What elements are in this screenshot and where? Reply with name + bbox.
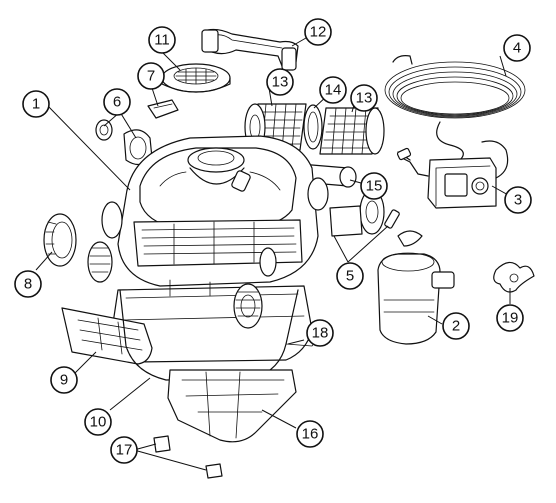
callout-4: 4 [503,34,531,62]
brush-right-part [319,107,385,155]
callout-7: 7 [137,62,165,90]
swivel-part [95,119,153,166]
wheel-front-left [87,241,113,283]
callout-18: 18 [306,319,334,347]
callout-13a: 13 [266,68,294,96]
callout-8-label: 8 [24,276,32,293]
callout-9: 9 [50,366,78,394]
brush-ring-part [303,104,323,150]
callout-10: 10 [84,408,112,436]
callout-13b-label: 13 [356,90,373,107]
callout-8: 8 [14,270,42,298]
callout-11: 11 [148,26,176,54]
callout-1-label: 1 [32,96,40,113]
callout-3-label: 3 [514,192,522,209]
callout-18-label: 18 [312,325,329,342]
callout-17: 17 [110,436,138,464]
robot-body-part [87,135,329,363]
callout-10-label: 10 [90,414,107,431]
callout-15: 15 [360,172,388,200]
callout-2: 2 [442,312,470,340]
callout-19-label: 19 [502,310,519,327]
callout-12: 12 [304,18,332,46]
callout-11-label: 11 [154,32,170,49]
callout-4-label: 4 [513,40,521,57]
callout-2-label: 2 [452,318,460,335]
filter-panel-part [61,307,153,365]
callout-13b: 13 [350,84,378,112]
power-cable-coil-part [384,55,526,161]
callout-17-label: 17 [116,442,133,459]
callout-5: 5 [336,262,364,290]
callout-6-label: 6 [113,94,121,111]
clip-part-7 [147,99,179,119]
callout-15-label: 15 [366,178,383,195]
callout-19: 19 [496,304,524,332]
impeller-part [493,261,535,293]
callout-5-label: 5 [346,268,354,285]
power-supply-part [396,140,509,209]
top-access-lid-part [161,63,231,93]
callout-14: 14 [319,76,347,104]
tire-part [43,213,77,267]
callout-16-label: 16 [302,426,319,443]
clips-part-17 [153,435,223,479]
callout-12-label: 12 [310,24,327,41]
callout-3: 3 [504,186,532,214]
callout-13a-label: 13 [272,74,289,91]
callout-14-label: 14 [325,82,342,99]
wheel-front-right [233,283,263,329]
callout-16: 16 [296,420,324,448]
bottom-frame-part [167,369,297,443]
leader-lines [35,37,511,471]
callout-6: 6 [103,88,131,116]
callout-1: 1 [22,90,50,118]
chassis-bucket-part [119,289,319,381]
handle-part [201,28,299,71]
callout-9-label: 9 [60,372,68,389]
callout-7-label: 7 [147,68,155,85]
pump-motor-part [377,230,455,345]
drive-motor-part [329,189,400,237]
